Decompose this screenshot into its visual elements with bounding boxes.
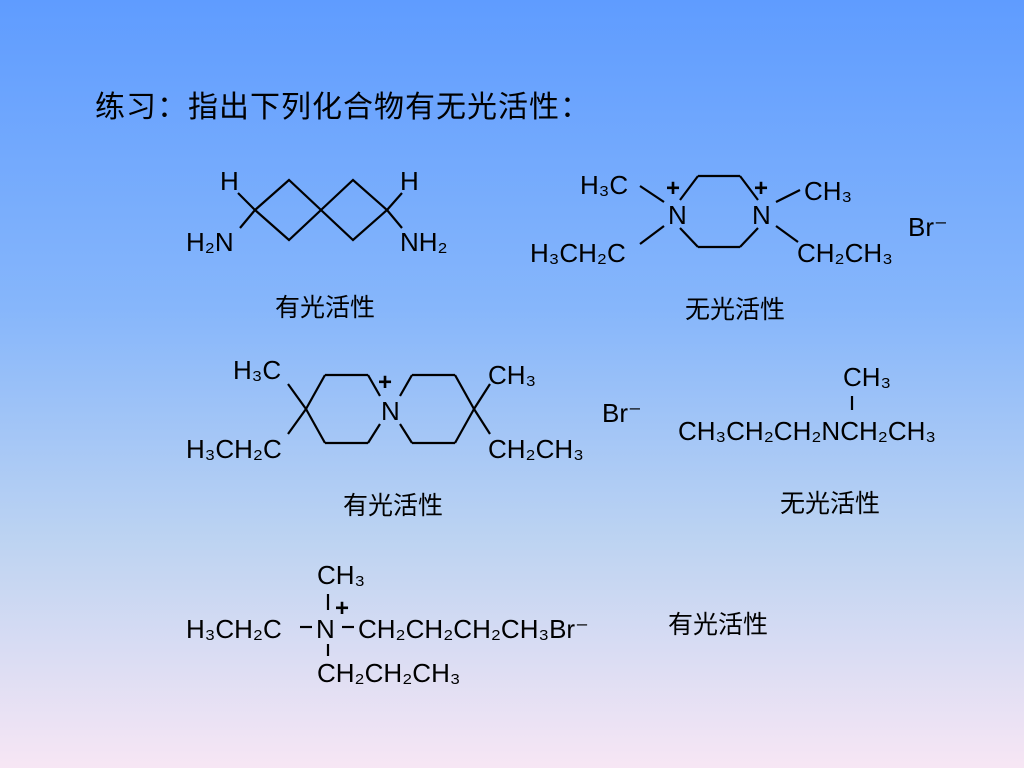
compound-3-ring-bond — [367, 423, 381, 444]
compound-2-bond-et-right — [775, 225, 799, 243]
compound-3-n: N — [381, 396, 400, 426]
compound-1-result: 有光活性 — [275, 293, 376, 322]
compound-3-structure: N + H₃C CH₃ H₃CH₂C CH₂CH₃ Br⁻ — [186, 355, 642, 464]
compound-5-right-group: CH₂CH₂CH₂CH₃Br⁻ — [358, 614, 589, 644]
compound-3-result: 有光活性 — [343, 491, 444, 520]
compound-3-ch3-right: CH₃ — [488, 360, 536, 390]
compound-1-right-ring — [319, 178, 389, 242]
compound-2-ring-bond — [679, 175, 699, 201]
compound-2-ring-bond — [679, 227, 699, 248]
compound-3-bond-et-left — [287, 408, 307, 435]
compound-2-plus-right: + — [754, 175, 768, 202]
compound-2-ring-bond — [739, 227, 759, 248]
compound-3-ethyl-right: CH₂CH₃ — [488, 434, 584, 464]
compound-3-ring-bond — [454, 374, 475, 410]
compound-2-bond-et-left — [639, 225, 665, 245]
compound-5-result: 有光活性 — [668, 610, 769, 639]
compound-5-bottom-group: CH₂CH₂CH₃ — [317, 658, 460, 688]
compound-1-structure: H H H₂N NH₂ — [186, 166, 448, 257]
compound-2-ethyl-left: H₃CH₂C — [530, 238, 626, 268]
compound-1-bond-nh2-right — [386, 209, 403, 229]
compound-1-bond-h-right — [386, 192, 403, 211]
compound-5-structure: CH₃ H₃CH₂C N + CH₂CH₂CH₂CH₃Br⁻ CH₂CH₂CH₃ — [186, 560, 589, 688]
compound-3-ring-bond — [305, 408, 326, 444]
compound-4-result: 无光活性 — [780, 489, 881, 518]
compound-3-bond-ch3-right — [473, 383, 491, 410]
compound-3-counter-ion: Br⁻ — [602, 398, 642, 428]
compound-3-bond-et-right — [473, 408, 491, 435]
compound-2-counter-ion: Br⁻ — [908, 212, 948, 242]
compound-2-ethyl-right: CH₂CH₃ — [797, 238, 893, 268]
compound-1-left-ring — [253, 178, 323, 242]
compound-1-bond-nh2-left — [239, 209, 256, 229]
compound-2-ring-bond — [739, 175, 759, 201]
compound-1-nh2-left: H₂N — [186, 227, 234, 257]
compound-3-ring-bond — [454, 408, 475, 444]
compound-2-structure: N N + + H₃C CH₃ H₃CH₂C CH₂CH₃ Br⁻ — [530, 170, 948, 268]
compound-4-main-chain: CH₃CH₂CH₂NCH₂CH₃ — [678, 416, 936, 446]
compound-1-h-right: H — [400, 166, 419, 196]
compound-2-bond-ch3-left — [639, 185, 665, 203]
exercise-title: 练习：指出下列化合物有无光活性： — [95, 90, 591, 125]
compound-3-ring-bond — [367, 374, 381, 397]
compound-3-ring-bond — [399, 374, 413, 397]
compound-2-plus-left: + — [666, 175, 680, 202]
compound-2-ch3-left: H₃C — [580, 170, 628, 200]
compound-2-ch3-right: CH₃ — [804, 176, 852, 206]
compound-3-ethyl-left: H₃CH₂C — [186, 434, 282, 464]
compound-5-n: N — [316, 614, 335, 644]
compound-3-ch3-left: H₃C — [233, 355, 281, 385]
compound-1-h-left: H — [220, 166, 239, 196]
compound-2-n-left: N — [668, 200, 687, 230]
compound-3-ring-bond — [399, 423, 413, 444]
compound-4-structure: CH₃ CH₃CH₂CH₂NCH₂CH₃ — [678, 362, 936, 446]
compound-1-bond-h-left — [237, 192, 256, 211]
compound-3-plus: + — [378, 369, 392, 396]
compound-3-ring-bond — [305, 374, 326, 410]
compound-5-plus: + — [335, 595, 349, 622]
compound-2-bond-ch3-right — [775, 189, 801, 203]
compound-2-n-right: N — [752, 200, 771, 230]
compound-2-result: 无光活性 — [685, 295, 786, 324]
compound-3-bond-ch3-left — [287, 383, 307, 410]
compound-1-nh2-right: NH₂ — [400, 227, 448, 257]
compound-5-left-group: H₃CH₂C — [186, 614, 282, 644]
compound-5-ch3-top: CH₃ — [317, 560, 365, 590]
compound-4-ch3-top: CH₃ — [843, 362, 891, 392]
